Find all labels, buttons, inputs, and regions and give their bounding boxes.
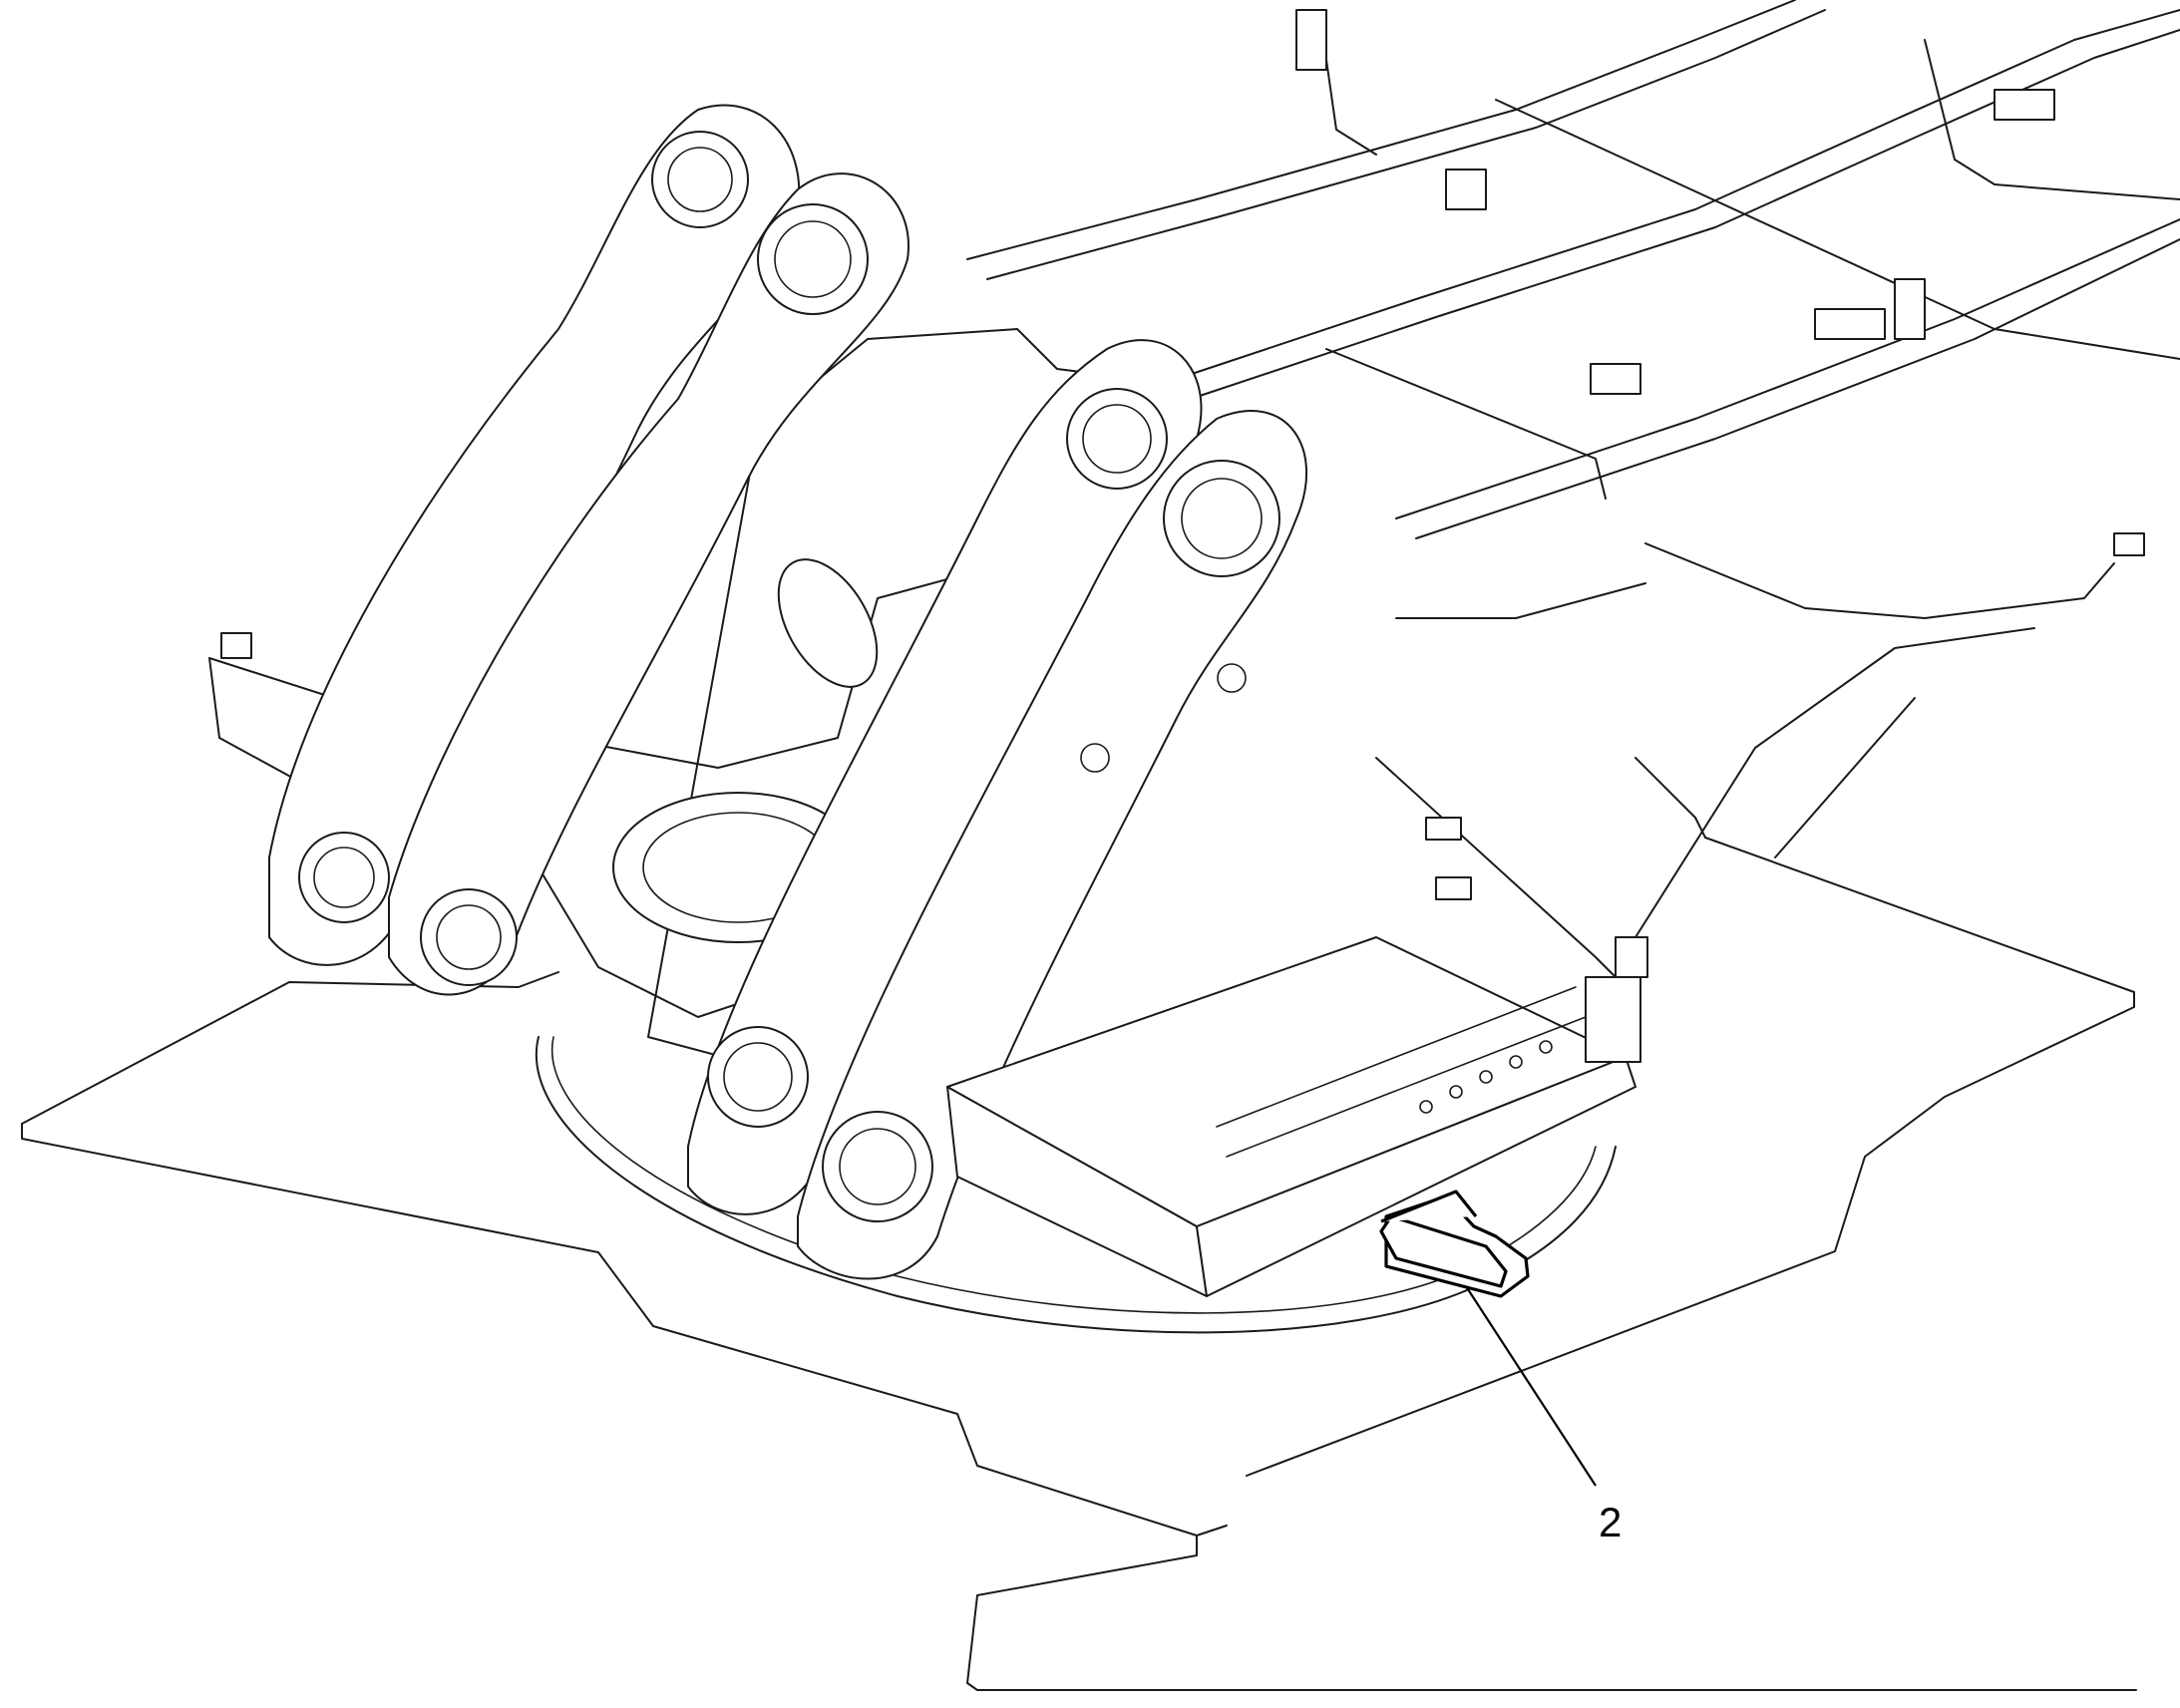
front-deck-box <box>946 936 1648 1297</box>
callout-label-2: 2 <box>1599 1499 1623 1545</box>
boom-arm-front <box>687 339 1307 1280</box>
turntable-ring <box>535 1036 1617 1334</box>
highlighted-part <box>1379 1190 1530 1298</box>
callout-leader-line <box>1465 1285 1597 1487</box>
base-plate <box>21 837 2137 1691</box>
boom-arm-rear <box>268 104 909 996</box>
bolt-details <box>1080 9 2145 1114</box>
main-frame <box>966 0 2180 998</box>
